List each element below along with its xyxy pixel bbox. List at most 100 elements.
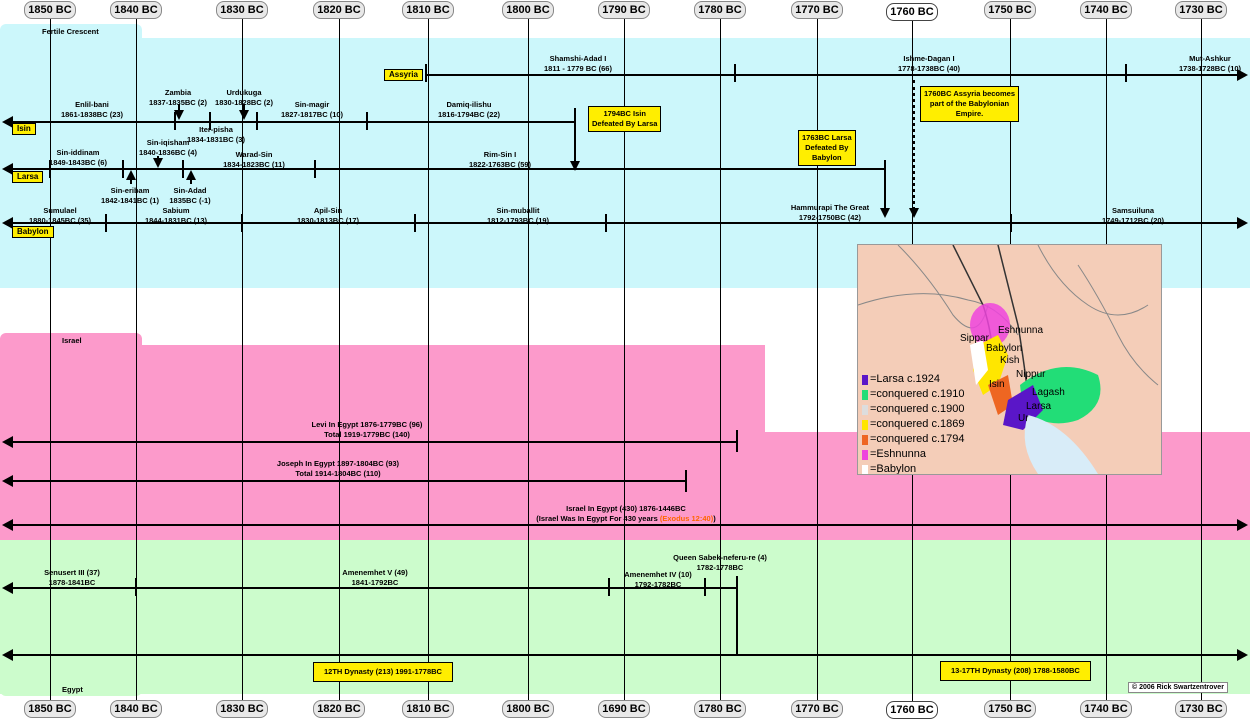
larsa-tick	[122, 160, 124, 178]
map-legend-item: =conquered c.1794	[862, 432, 965, 447]
larsa-end-line	[884, 160, 886, 210]
levi-end	[736, 430, 738, 452]
isin-tick	[366, 112, 368, 130]
isin-arrow	[2, 116, 13, 128]
sin-adad-arrow	[186, 170, 196, 180]
joseph-end	[685, 470, 687, 492]
larsa-defeat-arrow	[880, 208, 890, 218]
isin-tick	[256, 112, 258, 130]
map-place-babylon: Babylon	[986, 343, 1023, 354]
egypt-label: Egypt	[62, 685, 83, 694]
larsa-tick	[182, 160, 184, 178]
map-legend-item: =conquered c.1900	[862, 402, 965, 417]
urdukuga-arrow	[239, 110, 249, 120]
isin-defeat-arrow	[570, 161, 580, 171]
legend-text: =Babylon	[870, 463, 917, 475]
larsa-arrow	[2, 163, 13, 175]
zambia-stem	[178, 104, 180, 111]
legend-text: =Eshnunna	[870, 448, 926, 460]
map-drawing	[858, 245, 1159, 474]
map-place-ur: Ur	[1018, 413, 1029, 424]
israel-in-egypt-subtitle: (Israel Was In Egypt For 430 years (Exod…	[536, 514, 716, 523]
isin-tick	[174, 112, 176, 130]
year-label-top: 1810 BC	[402, 1, 454, 19]
babylon-tick	[605, 214, 607, 232]
israel-egypt-arrow-left	[2, 519, 13, 531]
joseph-label: Joseph In Egypt 1897-1804BC (93)Total 19…	[276, 459, 400, 478]
babylon-tick	[105, 214, 107, 232]
year-label-bottom: 1850 BC	[24, 700, 76, 718]
year-label-top: 1840 BC	[110, 1, 162, 19]
year-label-bottom: 1740 BC	[1080, 700, 1132, 718]
babylon-line	[10, 222, 1238, 224]
urdukuga-stem	[243, 104, 245, 111]
legend-swatch	[862, 434, 868, 445]
assyria-tick	[425, 64, 427, 82]
year-label-bottom: 1830 BC	[216, 700, 268, 718]
legend-text: =Larsa c.1924	[870, 373, 941, 385]
egypt-upper-arrow	[2, 582, 13, 594]
year-label-bottom: 1770 BC	[791, 700, 843, 718]
sin-eribam-arrow	[126, 170, 136, 180]
joseph-line	[10, 480, 686, 482]
assyria-absorbed-arrow	[909, 208, 919, 218]
legend-swatch	[862, 374, 868, 385]
legend-text: =conquered c.1900	[870, 403, 965, 415]
map-legend: =Larsa c.1924=conquered c.1910=conquered…	[862, 372, 965, 475]
larsa-tag: Larsa	[12, 171, 44, 183]
exodus-reference[interactable]: (Exodus 12:40)	[659, 514, 714, 523]
egypt-dynasty-arrow-right	[1237, 649, 1248, 661]
israel-tab	[0, 333, 142, 349]
babylon-arrow-left	[2, 217, 13, 229]
year-label-top: 1770 BC	[791, 1, 843, 19]
legend-swatch	[862, 419, 868, 430]
egypt-dynasty-divider	[736, 576, 738, 656]
assyria-arrow	[1237, 69, 1248, 81]
assyria-tick	[1125, 64, 1127, 82]
babylon-tick	[414, 214, 416, 232]
sin-adad-stem	[190, 178, 192, 184]
map-place-lagash: Lagash	[1032, 387, 1065, 398]
legend-text: =conquered c.1794	[870, 433, 965, 445]
map-legend-item: =conquered c.1869	[862, 417, 965, 432]
assyria-tick	[734, 64, 736, 82]
decade-gridline	[428, 16, 429, 702]
isin-tick	[209, 112, 211, 130]
egypt-dynasty-line	[10, 654, 1238, 656]
assyria-tag: Assyria	[384, 69, 423, 81]
isin-tag: Isin	[12, 123, 36, 135]
map-legend-item: =Larsa c.1924	[862, 372, 965, 387]
year-label-bottom: 1820 BC	[313, 700, 365, 718]
egypt-tick	[704, 578, 706, 596]
assyria-absorbed-dashed-line	[912, 80, 915, 210]
legend-swatch	[862, 449, 868, 460]
year-label-top: 1830 BC	[216, 1, 268, 19]
legend-swatch	[862, 404, 868, 415]
egypt-tick	[608, 578, 610, 596]
year-label-top: 1750 BC	[984, 1, 1036, 19]
larsa-tick	[49, 160, 51, 178]
legend-swatch	[862, 464, 868, 474]
larsa-line	[10, 168, 886, 170]
decade-gridline	[50, 16, 51, 702]
fertile-crescent-tab	[0, 24, 142, 40]
isin-line	[10, 121, 574, 123]
decade-gridline	[136, 16, 137, 702]
decade-gridline	[339, 16, 340, 702]
babylon-tick	[241, 214, 243, 232]
year-label-top: 1740 BC	[1080, 1, 1132, 19]
